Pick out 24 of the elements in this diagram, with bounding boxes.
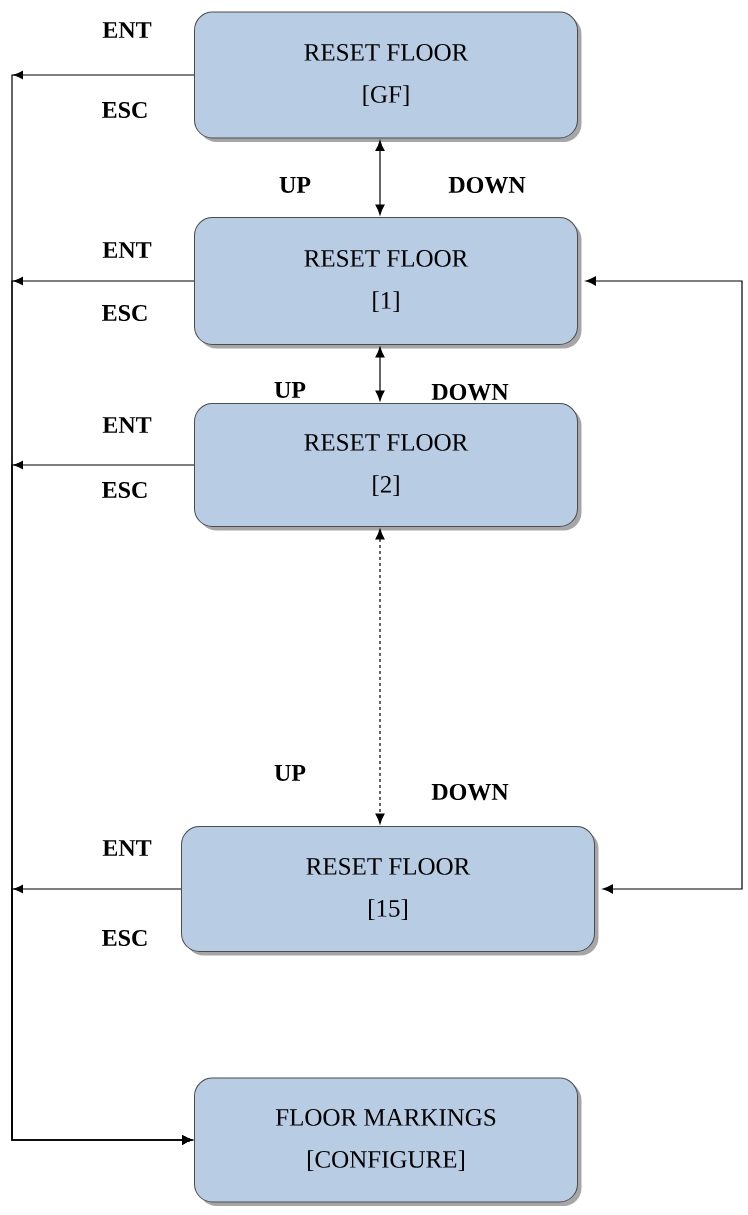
edge-label: UP (279, 177, 311, 193)
key-label: DOWN (431, 383, 509, 401)
key-label: DOWN (431, 783, 509, 801)
process-box: RESET FLOOR [2] (194, 403, 582, 531)
edge-label: UP (274, 382, 306, 398)
edge-label: ENT (102, 417, 152, 433)
edge-label: ENT (102, 242, 152, 258)
arrow (11, 885, 193, 1145)
edge-label: UP (274, 765, 306, 781)
key-label: ESC (102, 101, 147, 119)
key-label: ESC (102, 481, 147, 499)
edge-label: ENT (102, 840, 152, 856)
arrow (375, 529, 385, 824)
process-box: RESET FLOOR [15] (181, 826, 599, 956)
arrow (375, 347, 385, 401)
key-label: DOWN (448, 176, 526, 194)
arrow (375, 140, 385, 215)
arrow (585, 276, 743, 894)
process-box: FLOOR MARKINGS [CONFIGURE] (194, 1077, 582, 1206)
key-label: ESC (102, 929, 147, 947)
key-label: ESC (102, 304, 147, 322)
edge-label: ENT (102, 22, 152, 38)
process-box: RESET FLOOR [GF] (194, 11, 582, 142)
process-box: RESET FLOOR [1] (194, 217, 582, 349)
